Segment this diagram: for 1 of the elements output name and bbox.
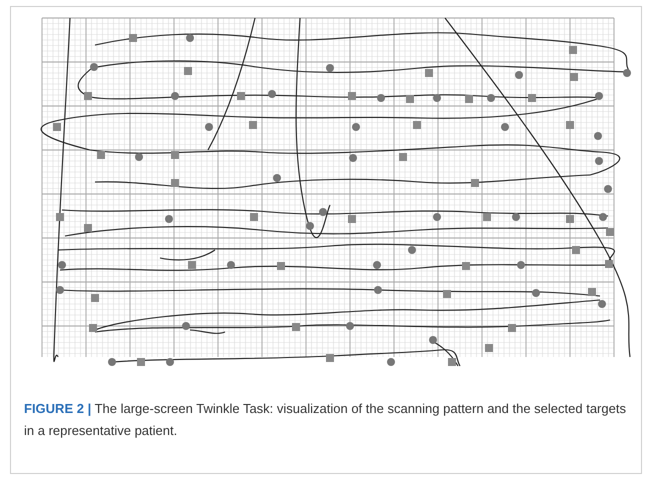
figure-caption: FIGURE 2 | The large-screen Twinkle Task: visualization of the scanning pattern and the selected targets in a representative patient. (24, 400, 627, 440)
